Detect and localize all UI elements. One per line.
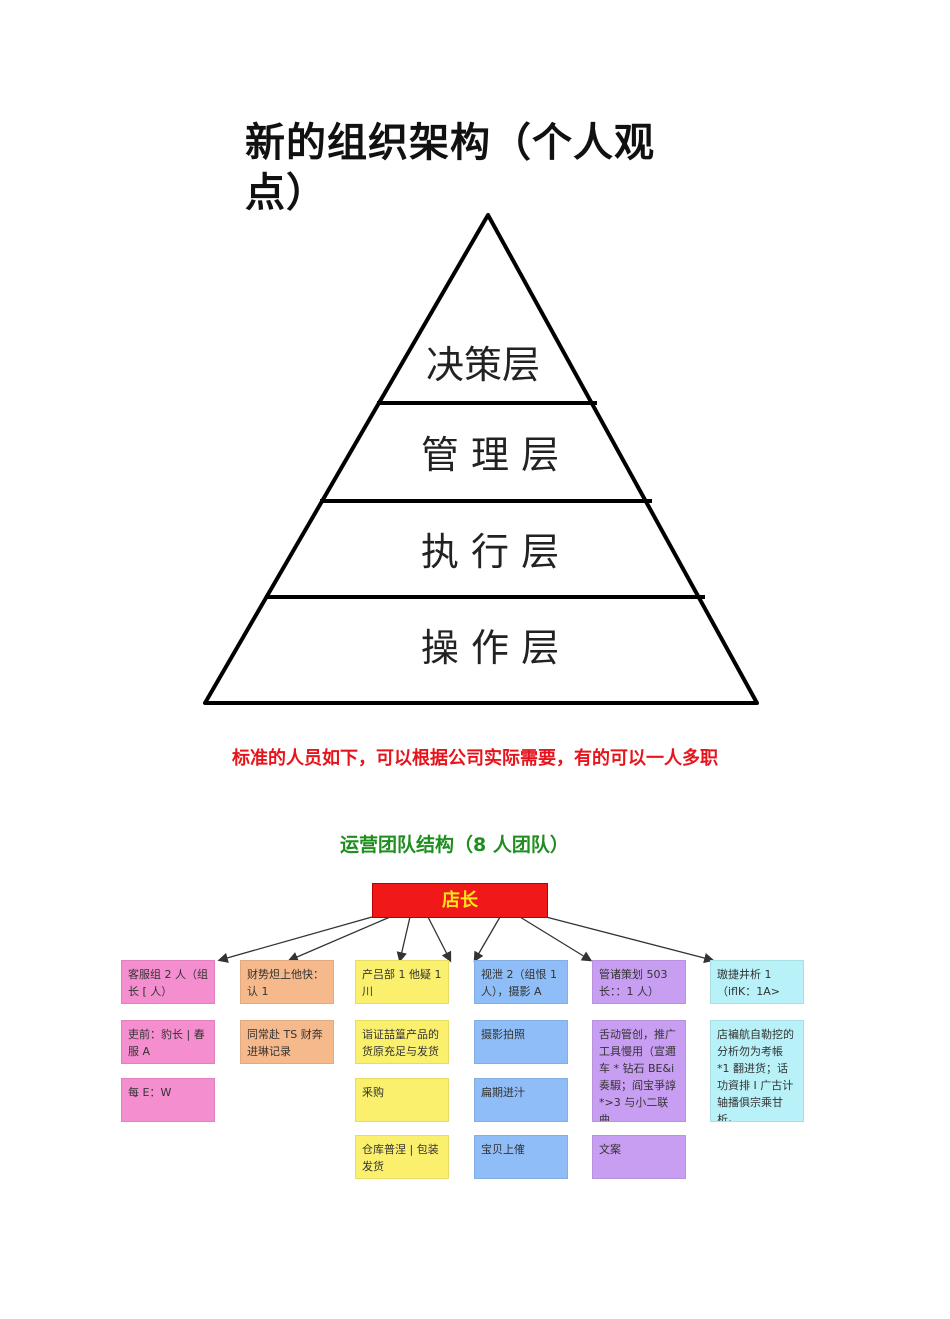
page-title: 新的组织架构（个人观点） — [245, 120, 655, 216]
warehouse-box: 仓库普涅 | 包装发货 — [355, 1135, 449, 1179]
purchasing-box: 釆购 — [355, 1078, 449, 1122]
pyramid-layer-operation: 操 作 层 — [421, 626, 559, 670]
pyramid-diagram: 决策层 管 理 层 执 行 层 操 作 层 — [203, 213, 759, 705]
cs-duty-box: 吏前：豹长 | 春服 A — [121, 1020, 215, 1064]
finance-duty-box: 同常赴 TS 财奔进琳记录 — [240, 1020, 334, 1064]
team-structure-title: 运营团队结构（8 人团队） — [340, 834, 569, 856]
design-box: 扁期迸汁 — [474, 1078, 568, 1122]
cs-extra-box: 每 E：W — [121, 1078, 215, 1122]
photography-box: 摄影拍照 — [474, 1020, 568, 1064]
planning-team-box: 管诸策划 503 长：：1 人） — [592, 960, 686, 1004]
store-manager-box: 店长 — [372, 883, 548, 918]
visual-team-box: 视泄 2（组恨 1 人），摄影 A — [474, 960, 568, 1004]
promotion-box: 舌动管创，推广工具慢用（宣邇车 * 钻石 BE&i 奏騢；阎宝爭諄 *>3 与小… — [592, 1020, 686, 1122]
staffing-note: 标准的人员如下，可以根据公司实际需要，有的可以一人多职 — [232, 748, 718, 769]
cs-team-box: 客服组 2 人（组长 [ 人） — [121, 960, 215, 1004]
finance-team-box: 财势炟上他快：认 1 — [240, 960, 334, 1004]
pyramid-layer-decision: 决策层 — [426, 343, 540, 387]
listing-box: 宝贝上傕 — [474, 1135, 568, 1179]
analytics-duty-box: 店褊航自勒挖的分析勿为考帳 *1 翻进货；话功資排 I 广古计轴播俱宗乘甘析。 — [710, 1020, 804, 1122]
pyramid-layer-management: 管 理 层 — [421, 433, 559, 477]
copywriting-box: 文案 — [592, 1135, 686, 1179]
pyramid-layer-execution: 执 行 层 — [421, 530, 559, 574]
product-supply-box: 诣证喆篁产品的货原充足与发货 — [355, 1020, 449, 1064]
product-team-box: 产吕部 1 他疑 1 川 — [355, 960, 449, 1004]
analytics-team-box: 璈捷井析 1（iflK：1A> — [710, 960, 804, 1004]
